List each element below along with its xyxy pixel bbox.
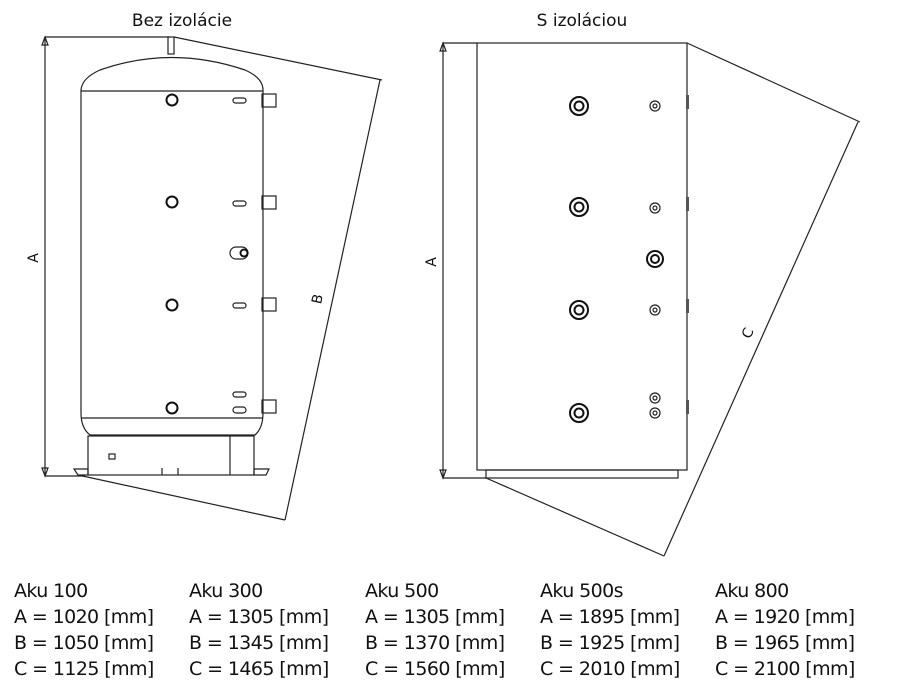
table-column-aku-500s: Aku 500s A = 1895 [mm] B = 1925 [mm] C =… [540, 578, 680, 682]
model-name: Aku 500 [365, 580, 439, 602]
title-with-insulation: S izoláciou [537, 11, 628, 31]
dimension-a: A = 1895 [mm] [540, 606, 680, 628]
table-column-aku-300: Aku 300 A = 1305 [mm] B = 1345 [mm] C = … [189, 578, 329, 682]
dimension-b: B = 1925 [mm] [540, 632, 680, 654]
dimension-a-label: A [26, 253, 42, 263]
model-name: Aku 500s [540, 580, 623, 602]
tank-without-insulation: A B [26, 35, 383, 521]
dimension-b: B = 1370 [mm] [365, 632, 505, 654]
dimension-a: A = 1020 [mm] [14, 606, 154, 628]
dimension-b: B = 1965 [mm] [715, 632, 855, 654]
dimension-a: A = 1305 [mm] [365, 606, 505, 628]
dimension-a-label-right: A [424, 257, 440, 267]
model-name: Aku 800 [715, 580, 789, 602]
model-name: Aku 300 [189, 580, 263, 602]
dimension-a: A = 1305 [mm] [189, 606, 329, 628]
dimension-c-label: C [739, 325, 758, 341]
dimension-a: A = 1920 [mm] [715, 606, 855, 628]
title-without-insulation: Bez izolácie [132, 11, 232, 31]
table-column-aku-500: Aku 500 A = 1305 [mm] B = 1370 [mm] C = … [365, 578, 505, 682]
table-column-aku-100: Aku 100 A = 1020 [mm] B = 1050 [mm] C = … [14, 578, 154, 682]
table-column-aku-800: Aku 800 A = 1920 [mm] B = 1965 [mm] C = … [715, 578, 855, 682]
model-name: Aku 100 [14, 580, 88, 602]
dimension-b: B = 1345 [mm] [189, 632, 329, 654]
tank-with-insulation: A C [424, 41, 861, 557]
dimension-c: C = 1465 [mm] [189, 658, 329, 680]
dimension-c: C = 1560 [mm] [365, 658, 505, 680]
dimension-b-label: B [309, 293, 327, 306]
dimension-c: C = 2100 [mm] [715, 658, 855, 680]
dimension-c: C = 1125 [mm] [14, 658, 154, 680]
dimension-c: C = 2010 [mm] [540, 658, 680, 680]
dimension-b: B = 1050 [mm] [14, 632, 154, 654]
